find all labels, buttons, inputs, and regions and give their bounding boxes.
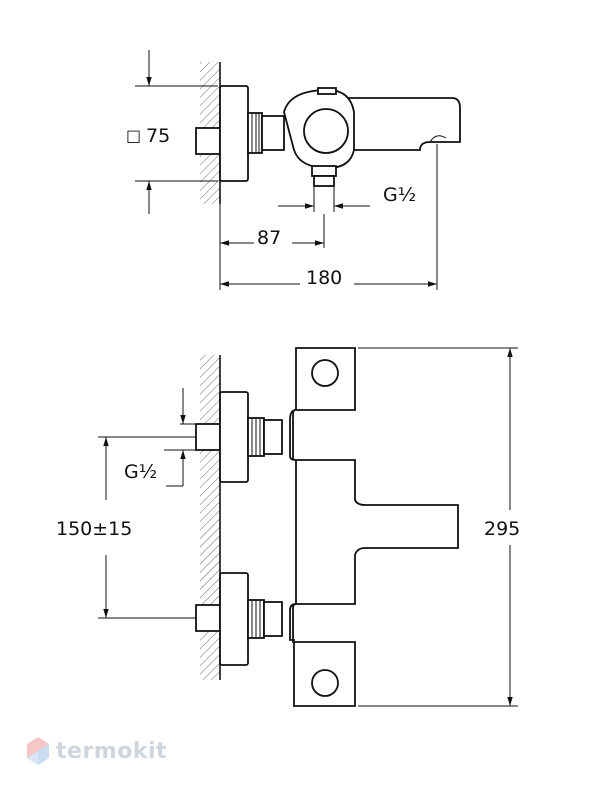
nut-top	[247, 112, 263, 154]
escutcheon-upper	[219, 391, 249, 483]
termokit-logo-icon	[27, 737, 49, 765]
spout	[339, 97, 461, 151]
front-view: G½ 150±15 295	[56, 347, 520, 707]
cartridge-circle-top	[303, 108, 349, 154]
square-symbol: □	[126, 126, 141, 145]
inlet-thread-label: G½	[124, 461, 157, 483]
inlet-spacing-label: 150±15	[56, 518, 132, 540]
height-label: 295	[484, 518, 520, 540]
pipe-top	[261, 115, 285, 151]
wall-connector-upper	[195, 423, 221, 451]
outlet-thread-label: G½	[383, 184, 416, 206]
escutcheon-top	[219, 85, 249, 182]
watermark-text: termokit	[56, 738, 168, 764]
square-size-label: 75	[146, 125, 170, 147]
top-view: □ 75 G½ 87 180	[126, 50, 461, 290]
center-distance-label: 87	[257, 227, 281, 249]
knob-bottom-front	[311, 669, 339, 697]
wall-connector-top	[195, 127, 221, 155]
outlet-top	[311, 165, 337, 177]
knob-top-front	[311, 359, 339, 387]
wall-connector-lower	[195, 604, 221, 632]
total-length-label: 180	[306, 267, 342, 289]
escutcheon-lower	[219, 572, 249, 666]
watermark: termokit	[26, 736, 167, 766]
mixer-body-front	[289, 347, 459, 707]
